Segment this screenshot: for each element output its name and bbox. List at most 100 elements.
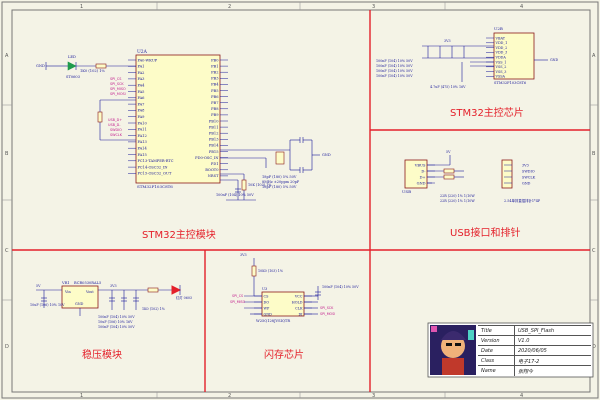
u2b-pin-label: VSS_1 [495,60,507,64]
u2a-right-pin-label: PB10 [209,119,219,123]
svg-text:SWCLK: SWCLK [110,133,123,137]
svg-text:10K0 (103) 1%: 10K0 (103) 1% [258,269,283,273]
u2a-right-pin-label: PB12 [209,132,219,136]
decoupling-cap-labels: 100nF (104) 10% 50V 100nF (104) 10% 50V … [376,39,559,89]
svg-text:10uF (106) 10% 16V: 10uF (106) 10% 16V [98,320,133,324]
svg-text:100nF (104) 10% 50V: 100nF (104) 10% 50V [216,193,254,197]
u2a-right-pin-label: BOOT0 [205,168,219,172]
svg-text:1K0 (102) 1%: 1K0 (102) 1% [142,307,165,311]
reset-circuit [220,173,256,201]
flash-right-pin-label: HOLD [292,300,303,304]
svg-text:18pF (180) 5% 50V: 18pF (180) 5% 50V [262,175,297,179]
svg-text:2: 2 [228,4,231,10]
name-key: Name [481,368,496,374]
u2a-left-pin-label: PA14 [138,147,148,151]
u2a-right-pin-label: PB11 [209,125,219,129]
u2a-right-pin-label: PB8 [211,107,219,111]
svg-text:U3: U3 [262,287,268,291]
u2a-right-pin-label: PB5 [211,89,219,93]
usb-wiring [427,155,464,184]
svg-text:5V: 5V [36,284,41,288]
title-block-frame [427,322,594,378]
version-value: V1.0 [518,338,530,344]
u2a-left-pin-label: PA1 [138,65,145,69]
section-title-stm32-module: STM32主控模块 [142,230,216,241]
svg-text:3: 3 [372,393,375,399]
svg-text:B: B [5,151,9,157]
crystal-circuit [220,137,320,173]
u2a-right-pin-label: PB6 [211,95,219,99]
svg-text:STM32F103C8T6: STM32F103C8T6 [137,184,173,189]
svg-text:10K (103) 1%: 10K (103) 1% [248,183,272,187]
u2a-right-pin-label: PB0 [211,58,219,62]
svg-text:USB: USB [402,189,411,194]
u2b-pin-label: VDDA [495,56,507,60]
svg-text:SPI_SCK: SPI_SCK [110,82,124,86]
svg-text:1K0 (102) 1%: 1K0 (102) 1% [80,69,105,73]
flash-right-pin-label: CLK [295,306,303,310]
u2a-left-pin-label: PA10 [138,121,148,125]
u2a-right-pin-label: PB1 [211,64,218,68]
svg-text:BCR0530RAL5: BCR0530RAL5 [74,281,102,285]
power-led [171,285,182,295]
flash-net-tags: SPI_CS SPI_MISO SPI_SCK SPI_MOSI [230,294,335,316]
svg-text:A: A [5,53,9,59]
u2a-right-pins: PB0PB1PB2PB3PB4PB5PB6PB7PB8PB9PB10PB11PB… [195,58,228,178]
svg-text:C: C [5,248,9,254]
flash-left-pin-label: WP [264,306,270,310]
u2a-left-pin-label: PA5 [138,90,146,94]
usb-pin-label: VBUS [414,163,426,167]
flash-labels: 10K0 (103) 1% 100nF (104) 10% 50V 3V3 [240,253,359,289]
svg-text:C: C [592,248,596,254]
svg-text:100nF (104) 10% 50V: 100nF (104) 10% 50V [376,59,413,63]
svg-text:SPI_CS: SPI_CS [110,77,121,81]
svg-text:SPI_MISO: SPI_MISO [230,300,246,304]
reset-labels: 100nF (104) 10% 50V 10K (103) 1% [216,183,272,197]
header-pin-label: GND [522,181,531,185]
svg-text:100nF (104) 10% 50V: 100nF (104) 10% 50V [376,69,413,73]
led-labels: LED ST0603 1K0 (102) 1% GND [36,55,105,79]
u2a-left-pin-label: PA15 [138,153,148,157]
u2a-left-pin-label: PC15-OSC32_OUT [138,172,172,176]
svg-text:SWDIO: SWDIO [110,128,122,132]
svg-text:B: B [592,151,596,157]
svg-text:3V3: 3V3 [444,39,451,43]
svg-text:SPI_MOSI: SPI_MOSI [320,312,335,316]
svg-text:USB_D+: USB_D+ [108,118,122,122]
svg-text:SPI_CS: SPI_CS [232,294,243,298]
svg-text:A: A [592,53,596,59]
u2a-left-pin-label: PA4 [138,84,146,88]
u2a-right-pin-label: PB15 [209,150,219,154]
section-dividers [12,10,590,392]
mcu-u2a: U2A STM32F103C8T6 PA0-WKUPPA1PA2PA3PA4PA… [128,49,228,189]
svg-text:GND: GND [75,302,84,306]
section-title-usb-header: USB接口和排针 [450,228,521,239]
version-key: Version [481,338,500,344]
svg-text:红灯 0603: 红灯 0603 [176,295,192,300]
flash-left-pin-label: GND [264,312,273,316]
u2a-right-pin-label: PB3 [211,77,219,81]
svg-text:SPI_MOSI: SPI_MOSI [110,92,126,96]
title-block: Title USB_SPI_Flash Version V1.0 Date 20… [428,323,593,377]
version-row: Version V1.0 [478,335,591,346]
u2b-pin-label: VDD_2 [495,46,508,50]
svg-text:3V3: 3V3 [240,253,247,257]
svg-text:D: D [5,344,9,350]
u2a-right-pin-label: PB9 [211,113,219,117]
u2a-right-pin-label: PB4 [211,83,219,87]
svg-text:4.7uF (475) 10% 16V: 4.7uF (475) 10% 16V [430,85,466,89]
mcu-u2b: U2B STM32F103C8T6 VBATVDD_1VDD_2VDD_3VDD… [486,26,535,85]
u2a-right-pin-label: PB13 [209,138,219,142]
svg-text:100nF (104) 10% 50V: 100nF (104) 10% 50V [98,315,135,319]
flash-left-pin-label: DO [264,300,270,304]
header-pin-label: SWCLK [522,175,536,179]
svg-text:100nF (104) 10% 50V: 100nF (104) 10% 50V [376,64,413,68]
svg-text:LED: LED [68,55,76,59]
u2a-left-pin-label: PA8 [138,109,146,113]
svg-text:100nF (104) 10% 50V: 100nF (104) 10% 50V [322,285,359,289]
svg-text:GND: GND [322,153,331,157]
svg-text:5V: 5V [446,150,451,154]
svg-text:STM32F103C8T6: STM32F103C8T6 [494,81,527,85]
